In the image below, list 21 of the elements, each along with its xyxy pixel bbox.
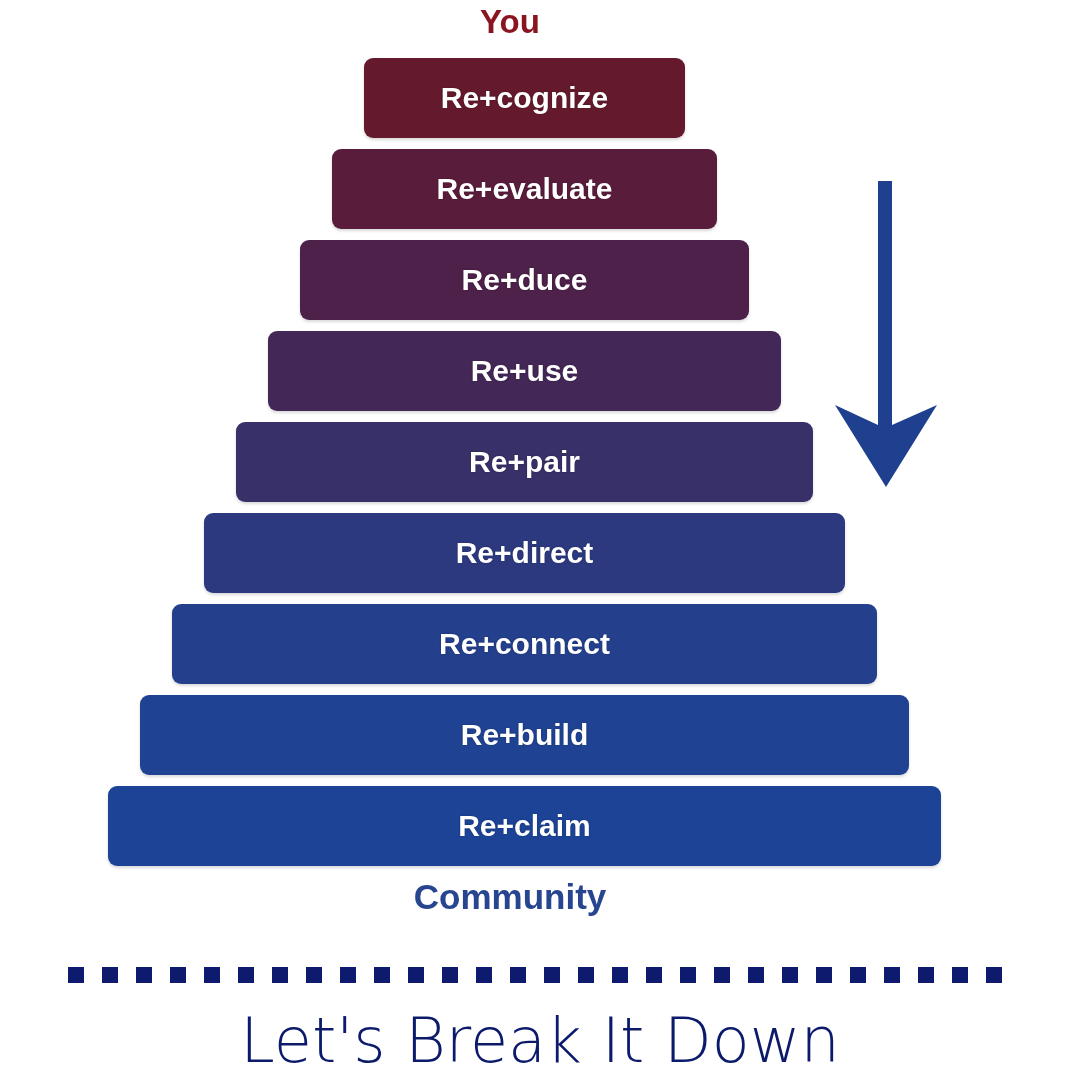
step-label: Re+build [460,718,589,752]
step-label: Re+claim [458,809,591,843]
pyramid-step [300,240,749,320]
pyramid-step [332,149,717,229]
pyramid-step [140,695,909,775]
pyramid-step [172,604,877,684]
step-label: Re+duce [461,263,588,297]
step-label: Re+direct [455,536,594,570]
step-label: Re+connect [439,627,610,661]
step-label: Re+pair [469,445,580,479]
pyramid-step [236,422,813,502]
bottom-label: Community [413,878,607,917]
pyramid-step [204,513,845,593]
caption: Let's Break It Down [240,1005,840,1077]
step-label: Re+use [470,354,579,388]
top-label: You [480,4,540,41]
step-label: Re+evaluate [436,172,613,206]
pyramid-step [364,58,685,138]
step-label: Re+cognize [440,81,609,115]
pyramid-step [108,786,941,866]
pyramid-step [268,331,781,411]
